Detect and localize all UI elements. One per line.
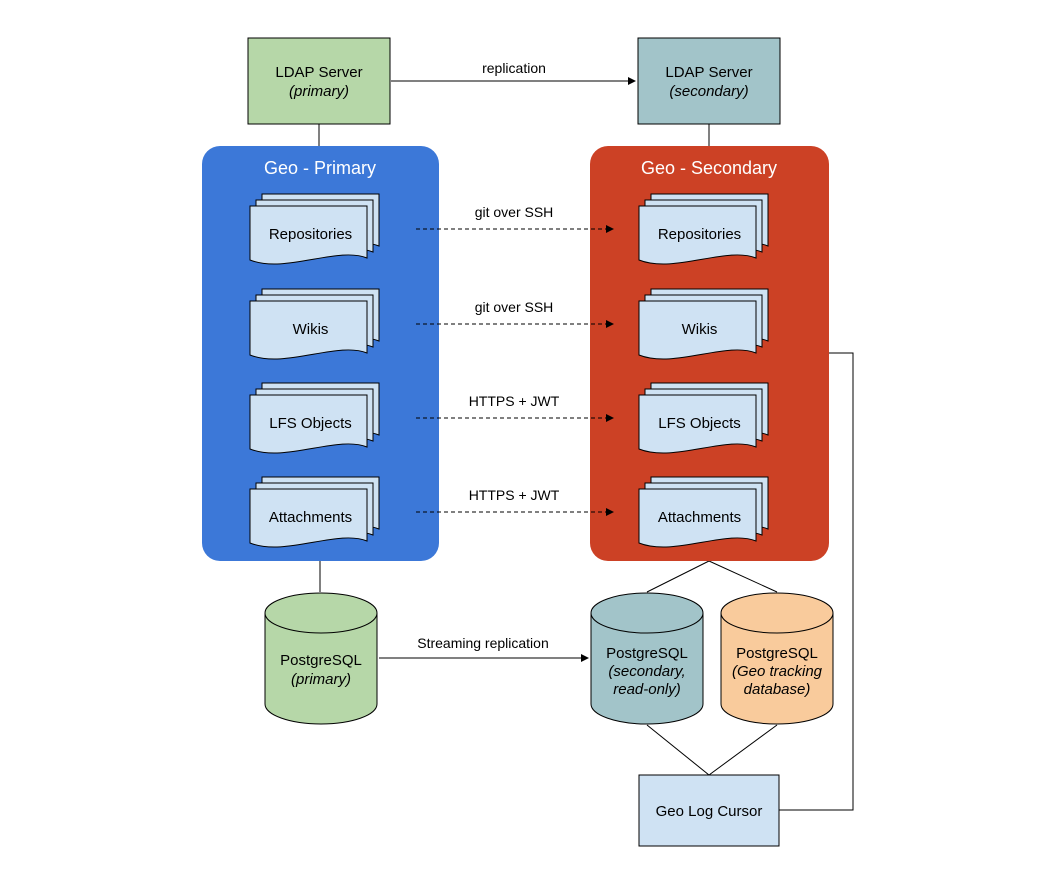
pg-tracking-node: PostgreSQL (Geo tracking database) <box>720 592 834 725</box>
streaming-replication-label: Streaming replication <box>417 635 549 651</box>
pg-secondary-to-cursor-line <box>646 724 710 776</box>
pg-secondary-subtitle-line2: read-only) <box>613 681 681 698</box>
geo-secondary-to-pg-tracking-line <box>708 560 778 593</box>
pg-secondary-node: PostgreSQL (secondary, read-only) <box>590 592 704 725</box>
geo-primary-item-2-label: Wikis <box>293 321 329 338</box>
geo-primary-item-1: Repositories <box>249 193 380 265</box>
geo-secondary-item-1: Repositories <box>638 193 769 265</box>
transfer-label-2: git over SSH <box>475 299 554 315</box>
pg-secondary-subtitle-line1: (secondary, <box>608 663 685 680</box>
geo-primary-item-3-label: LFS Objects <box>269 415 352 432</box>
geo-secondary-to-pg-secondary-line <box>646 560 710 593</box>
pg-tracking-title: PostgreSQL <box>736 645 818 662</box>
pg-primary-subtitle: (primary) <box>291 671 351 688</box>
geo-secondary-item-4-label: Attachments <box>658 509 741 526</box>
ldap-secondary-title: LDAP Server <box>665 64 752 81</box>
pg-secondary-cylinder-top <box>590 612 704 634</box>
geo-secondary-item-3-document-sheet <box>638 394 757 454</box>
ldap-primary-box <box>247 37 391 125</box>
geo-log-cursor-node: Geo Log Cursor <box>638 774 780 847</box>
pg-secondary-title: PostgreSQL <box>606 645 688 662</box>
pg-primary-title: PostgreSQL <box>280 652 362 669</box>
pg-tracking-subtitle-line2: database) <box>744 681 811 698</box>
ldap-primary-subtitle: (primary) <box>289 83 349 100</box>
geo-secondary-item-4-document-sheet <box>638 488 757 548</box>
geo-primary-item-1-document-sheet <box>249 205 368 265</box>
pg-primary-cylinder-top <box>264 612 378 634</box>
geo-secondary-item-2-label: Wikis <box>682 321 718 338</box>
geo-primary-item-2: Wikis <box>249 288 380 360</box>
geo-log-cursor-label: Geo Log Cursor <box>656 803 763 820</box>
geo-secondary-item-1-label: Repositories <box>658 226 741 243</box>
pg-tracking-cylinder-top <box>720 612 834 634</box>
connector-lines <box>318 124 854 811</box>
geo-primary-item-2-document-sheet <box>249 300 368 360</box>
pg-tracking-to-cursor-line <box>708 724 778 776</box>
geo-primary-item-4-label: Attachments <box>269 509 352 526</box>
transfer-arrows: git over SSH git over SSH HTTPS + JWT HTTPS… <box>416 204 614 516</box>
geo-primary-item-3-document-sheet <box>249 394 368 454</box>
geo-primary-title: Geo - Primary <box>264 158 376 178</box>
geo-secondary-item-3-label: LFS Objects <box>658 415 741 432</box>
pg-primary-cylinder <box>264 592 378 725</box>
ldap-secondary-box <box>637 37 781 125</box>
ldap-primary-node: LDAP Server (primary) <box>247 37 391 125</box>
geo-log-cursor-box <box>638 774 780 847</box>
geo-secondary-item-1-document-sheet <box>638 205 757 265</box>
geo-primary-item-3: LFS Objects <box>249 382 380 454</box>
transfer-label-1: git over SSH <box>475 204 554 220</box>
ldap-secondary-subtitle: (secondary) <box>669 83 748 100</box>
pg-secondary-cylinder <box>590 592 704 725</box>
geo-secondary-title: Geo - Secondary <box>641 158 777 178</box>
pg-primary-node: PostgreSQL (primary) <box>264 592 378 725</box>
pg-tracking-cylinder <box>720 592 834 725</box>
geo-primary-item-4: Attachments <box>249 476 380 548</box>
ldap-primary-title: LDAP Server <box>275 64 362 81</box>
geo-secondary-item-2-document-sheet <box>638 300 757 360</box>
geo-primary-item-4-document-sheet <box>249 488 368 548</box>
ldap-replication-label: replication <box>482 60 546 76</box>
transfer-label-4: HTTPS + JWT <box>469 487 560 503</box>
ldap-secondary-node: LDAP Server (secondary) <box>637 37 781 125</box>
pg-tracking-subtitle-line1: (Geo tracking <box>732 663 823 680</box>
cursor-to-geo-secondary-line <box>779 352 854 811</box>
geo-primary-item-1-label: Repositories <box>269 226 352 243</box>
transfer-label-3: HTTPS + JWT <box>469 393 560 409</box>
geo-secondary-item-4: Attachments <box>638 476 769 548</box>
geo-secondary-item-3: LFS Objects <box>638 382 769 454</box>
geo-secondary-item-2: Wikis <box>638 288 769 360</box>
